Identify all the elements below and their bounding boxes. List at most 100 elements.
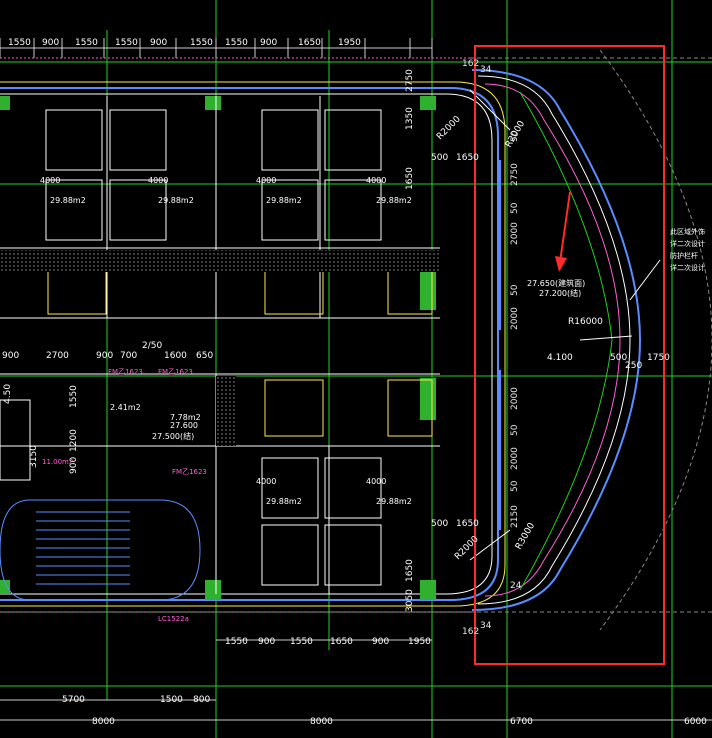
room-elevation: 27.600 (170, 421, 198, 430)
top-dimension-label: 1650 (298, 38, 321, 48)
bottom-dimension-label: 1550 (225, 637, 248, 647)
mid-dimension-label: 650 (196, 351, 213, 361)
left-vertical-dimension: 3150 (29, 445, 39, 468)
room-area: 29.88m2 (50, 196, 86, 205)
beds (0, 109, 382, 586)
bottom-dimension-label: 1950 (408, 637, 431, 647)
right-vertical-dimension: 2750 (405, 69, 415, 92)
big-radius-label: R16000 (568, 317, 603, 327)
highlight-box (474, 45, 665, 665)
top-dimension-line (0, 47, 712, 721)
balcony-dimension-label: 2750 (510, 163, 520, 186)
room-area: 29.88m2 (266, 497, 302, 506)
room-dimension: 4000 (366, 477, 386, 486)
room-dimension: 4000 (148, 176, 168, 185)
bottom-dimension-label: 900 (372, 637, 389, 647)
axis-dimension-label: 8000 (92, 717, 115, 727)
top-dimension-label: 900 (42, 38, 59, 48)
left-vertical-dimension: 1550 (69, 385, 79, 408)
lower-dimension-label: 5700 (62, 695, 85, 705)
dimension-label: 500 (431, 519, 448, 529)
small-dimension: 34 (480, 65, 492, 75)
room-dimension: 4000 (40, 176, 60, 185)
dimension-label: 1650 (456, 153, 479, 163)
red-arrow (555, 191, 571, 272)
balcony-small-dimension: 50 (510, 424, 520, 436)
room-dimension: 4000 (366, 176, 386, 185)
top-dimension-label: 1550 (8, 38, 31, 48)
small-dimension: 162 (462, 627, 479, 637)
top-dimension-label: 1550 (75, 38, 98, 48)
bottom-dimension-label: 900 (258, 637, 275, 647)
balcony-small-dimension: 50 (510, 130, 520, 142)
radius-label: R2000 (435, 114, 463, 142)
small-dimension: 24 (510, 581, 522, 591)
elevation-label: 27.200(结) (539, 288, 581, 298)
mid-dimension-label: 700 (120, 351, 137, 361)
left-vertical-dimension: 4.50 (3, 384, 13, 404)
room-area: 29.88m2 (376, 196, 412, 205)
note-text: 详二次设计 (670, 263, 705, 272)
room-elevation: 27.500(结) (152, 431, 194, 441)
small-dimension: 34 (480, 621, 492, 631)
top-dimension-label: 1550 (115, 38, 138, 48)
building-outline (0, 81, 506, 607)
room-area: 7.78m2 (170, 413, 201, 422)
top-dimension-label: 1550 (190, 38, 213, 48)
right-vertical-dimension: 3050 (405, 589, 415, 612)
note-text: 防护栏杆 (670, 251, 698, 260)
radius-leaders (469, 89, 661, 561)
top-dimension-label: 1950 (338, 38, 361, 48)
balcony-small-dimension: 50 (510, 284, 520, 296)
mid-dimension-label: 900 (96, 351, 113, 361)
lower-dimension-label: 1500 (160, 695, 183, 705)
mid-dimension-label: 1600 (164, 351, 187, 361)
right-vertical-dimension: 1350 (405, 107, 415, 130)
mid-dimension-label: 2/50 (142, 341, 162, 351)
right-vertical-dimension: 1650 (405, 167, 415, 190)
dimension-label: 1750 (647, 353, 670, 363)
radius-label: R2000 (453, 534, 481, 562)
room-area: 11.00m2 (42, 458, 73, 466)
top-dimension-label: 1550 (225, 38, 248, 48)
columns (0, 96, 436, 600)
mid-dimension-label: 2700 (46, 351, 69, 361)
dimension-label: 500 (610, 353, 627, 363)
interior-walls (0, 96, 440, 594)
stair (0, 499, 201, 601)
lower-dimension-label: 800 (193, 695, 210, 705)
curved-balcony (471, 49, 712, 631)
small-dimension: 162 (462, 59, 479, 69)
left-vertical-dimension: 1200 (69, 429, 79, 452)
room-dimension: 4000 (256, 477, 276, 486)
balcony-dimension-label: 2150 (510, 505, 520, 528)
dimension-label: 250 (625, 361, 642, 371)
room-dimension: 4000 (256, 176, 276, 185)
top-dimension-label: 900 (150, 38, 167, 48)
door-label: FM乙1623 (158, 368, 193, 376)
door-label: FM乙1623 (108, 368, 143, 376)
note-text: 此区域外饰 (670, 227, 705, 236)
balcony-small-dimension: 50 (510, 202, 520, 214)
axis-dimension-label: 6000 (684, 717, 707, 727)
balcony-dimension-label: 2000 (510, 222, 520, 245)
bottom-dimension-label: 1650 (330, 637, 353, 647)
balcony-dimension-label: 2000 (510, 447, 520, 470)
room-area: 29.88m2 (376, 497, 412, 506)
room-area: 29.88m2 (158, 196, 194, 205)
left-vertical-dimension: 900 (69, 457, 79, 474)
dimension-label: 1650 (456, 519, 479, 529)
bottom-dimension-label: 1550 (290, 637, 313, 647)
balcony-dimension-label: 2000 (510, 387, 520, 410)
room-area: 2.41m2 (110, 403, 141, 412)
note-text: 详二次设计 (670, 239, 705, 248)
axis-dimension-label: 6700 (510, 717, 533, 727)
dimension-label: 4.100 (547, 353, 573, 363)
door-label: FM乙1623 (172, 468, 207, 476)
elevation-label: 27.650(建筑面) (527, 278, 585, 288)
top-dimension-label: 900 (260, 38, 277, 48)
mid-dimension-label: 900 (2, 351, 19, 361)
dimension-label: 500 (431, 153, 448, 163)
